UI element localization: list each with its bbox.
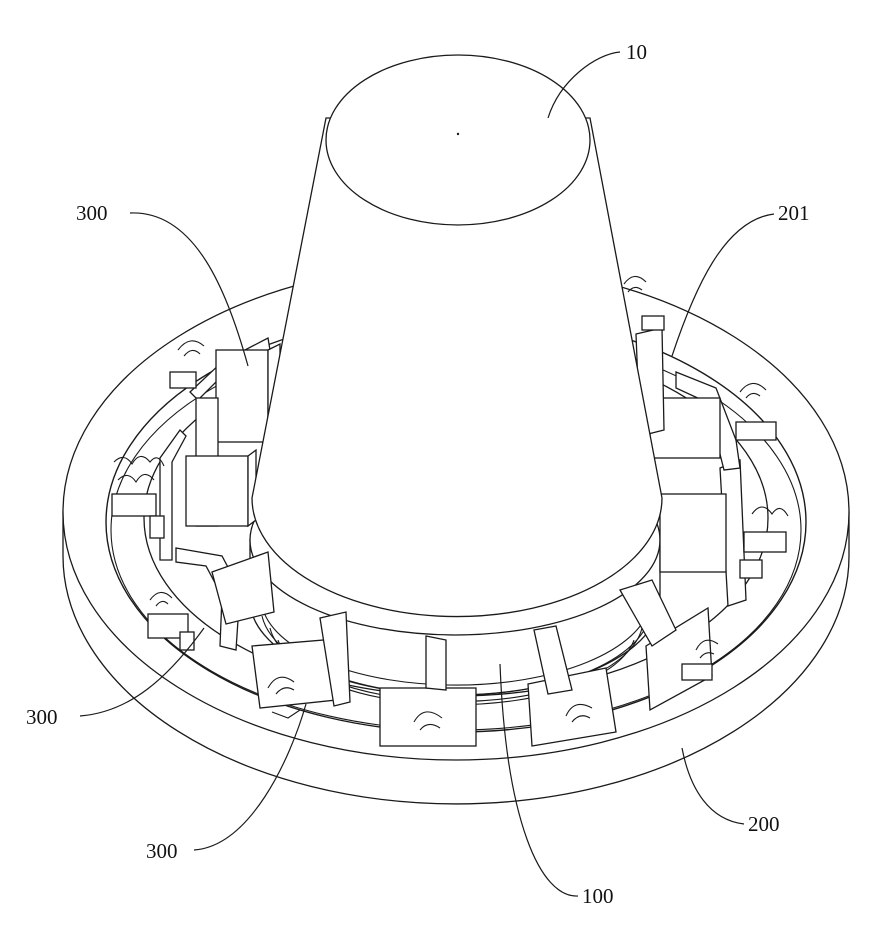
- label-10: 10: [626, 40, 647, 64]
- label-201: 201: [778, 201, 810, 225]
- label-300-bottom: 300: [146, 839, 178, 863]
- label-100: 100: [582, 884, 614, 908]
- leader-200: [682, 748, 744, 824]
- truncated-cone: [252, 55, 662, 617]
- label-300-left: 300: [26, 705, 58, 729]
- label-300-top-left: 300: [76, 201, 108, 225]
- label-200: 200: [748, 812, 780, 836]
